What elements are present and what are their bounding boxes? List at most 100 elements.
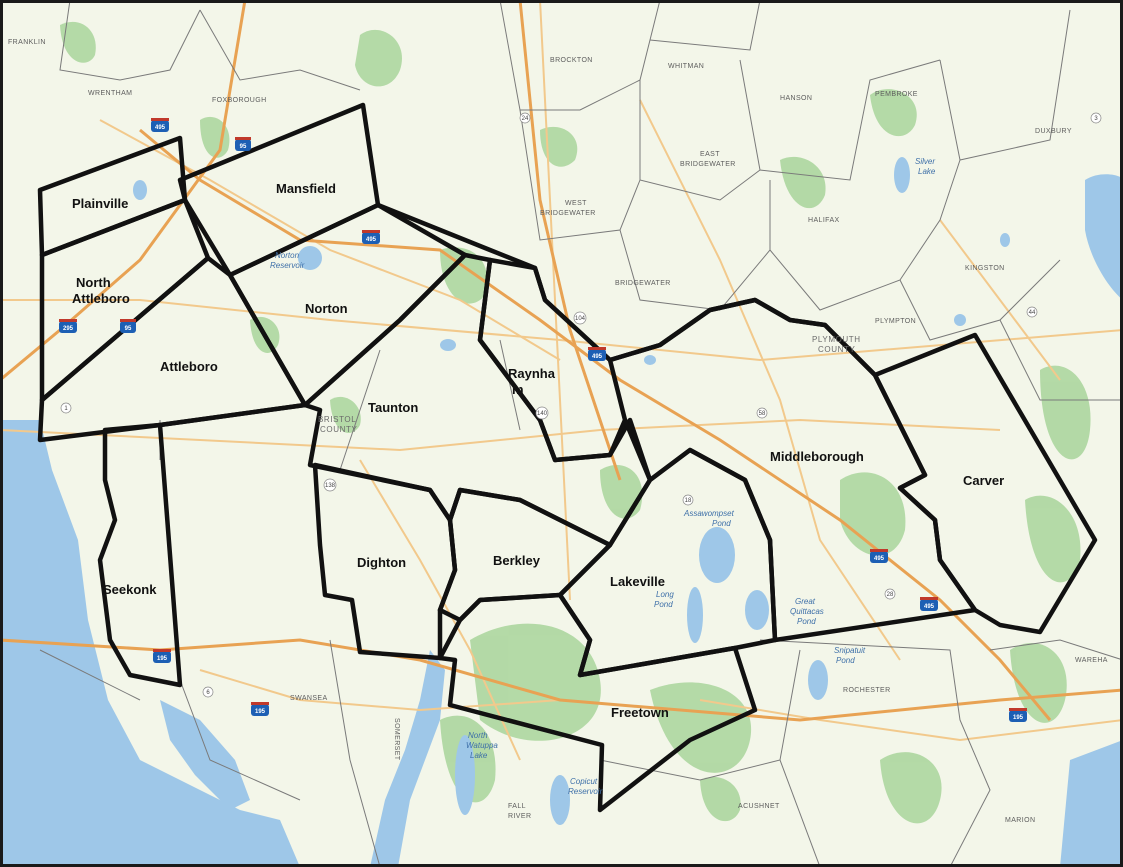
pond [133,180,147,200]
forest-patch [1010,643,1067,723]
snipatuit-pond-label-2: Pond [836,656,855,665]
taunton-label: Taunton [368,400,418,415]
forest-patch [200,116,230,158]
svg-text:495: 495 [592,354,603,360]
north-watuppa-lake-water [455,735,475,815]
attleboro-label: Attleboro [160,359,218,374]
town-line [499,339,521,431]
freetown-label: Freetown [611,705,669,720]
narragansett-bay [3,420,299,864]
silver-lake-label-2: Lake [918,167,936,176]
i-95-foxborough-shield: 95 [235,137,251,151]
highway-24 [518,3,622,481]
highway-495 [139,128,1052,721]
road [699,699,1120,742]
west-bridgewater-label-2: BRIDGEWATER [540,210,596,217]
mansfield-boundary [177,102,381,278]
copicut-reservoir-water [550,775,570,825]
highway-195 [3,638,1120,722]
forest-patch [60,21,96,63]
roads [3,3,1120,761]
svg-text:6: 6 [206,690,210,696]
town-line [739,59,941,181]
marion-label: MARION [1005,817,1035,824]
silver-lake-label-1: Silver [915,157,935,166]
wareham-label: WAREHA [1075,657,1108,664]
town-line [649,3,760,51]
seekonk-label: Seekonk [103,582,157,597]
assawompset-pond-label-1: Assawompset [683,509,735,518]
long-pond-label-2: Pond [654,600,673,609]
highway-shields: 495 95 495 295 95 [59,118,1027,722]
svg-text:295: 295 [63,326,74,332]
town-line [59,3,201,81]
forest-patch [470,623,601,741]
route-3-marker: 3 [1090,112,1102,124]
svg-text:195: 195 [255,709,266,715]
plainville-label: Plainville [72,196,128,211]
road [99,119,561,361]
norton-reservoir-label-2: Reservoir [270,261,305,270]
assawompset-pond-label-2: Pond [712,519,731,528]
east-bridgewater-label-2: BRIDGEWATER [680,161,736,168]
norton-reservoir-water [298,246,322,270]
plympton-label: PLYMPTON [875,318,916,325]
pond [440,339,456,351]
route-104-marker: 104 [573,311,587,325]
west-bridgewater-label-1: WEST [565,200,587,207]
plymouth-county-label-2: COUNTY [818,345,855,354]
svg-text:138: 138 [325,483,336,489]
brockton-label: BROCKTON [550,57,593,64]
raynham-label-2: m [512,382,524,397]
forest-patch [1040,365,1091,460]
great-quittacas-pond-label-2: Quittacas [790,607,824,616]
forest-patch [780,156,826,209]
forest-areas [60,21,1091,824]
i-495-raynham-shield: 495 [588,347,606,361]
acushnet-label: ACUSHNET [738,803,780,810]
svg-text:58: 58 [759,411,766,417]
bristol-county-label-2: COUNTY [320,425,357,434]
forest-patch [880,752,942,824]
svg-text:95: 95 [125,326,132,332]
great-quittacas-pond-water [745,590,769,630]
district-labels: Plainville Mansfield North Attleboro Nor… [72,181,1004,720]
lakeville-label: Lakeville [610,574,665,589]
i-195-shield: 195 [153,649,171,663]
forest-patch [700,776,741,822]
town-line [199,9,361,91]
town-line [500,3,660,111]
freetown-boundary [437,592,758,813]
kingston-label: KINGSTON [965,265,1005,272]
swansea-label: SWANSEA [290,695,328,702]
svg-text:24: 24 [522,116,529,122]
fall-river-label-1: FALL [508,803,526,810]
i-495-north-shield: 495 [151,118,169,132]
norton-reservoir-label-1: Norton [275,251,300,260]
town-line [779,759,820,864]
road [199,669,561,712]
forest-patch [355,29,402,87]
route-44-marker: 44 [1026,306,1038,318]
bristol-county-label-1: BRISTOL [318,415,356,424]
town-line [329,639,380,864]
forest-patch [540,126,578,167]
berkley-label: Berkley [493,553,541,568]
route-18-marker: 18 [682,494,694,506]
town-line [519,109,641,241]
svg-text:495: 495 [366,237,377,243]
svg-text:44: 44 [1029,310,1036,316]
forest-patch [600,464,643,519]
svg-text:3: 3 [1094,116,1098,122]
svg-text:104: 104 [575,316,586,322]
north-watuppa-lake-label-1: North [468,731,488,740]
taunton-river [370,650,445,864]
i-495-middleborough-shield: 495 [870,549,888,563]
pond [954,314,966,326]
route-1-marker: 1 [60,402,72,414]
north-watuppa-lake-label-3: Lake [470,751,488,760]
great-quittacas-pond-label-3: Pond [797,617,816,626]
svg-text:195: 195 [1013,715,1024,721]
town-line [339,349,381,471]
route-28-marker: 28 [884,588,896,600]
